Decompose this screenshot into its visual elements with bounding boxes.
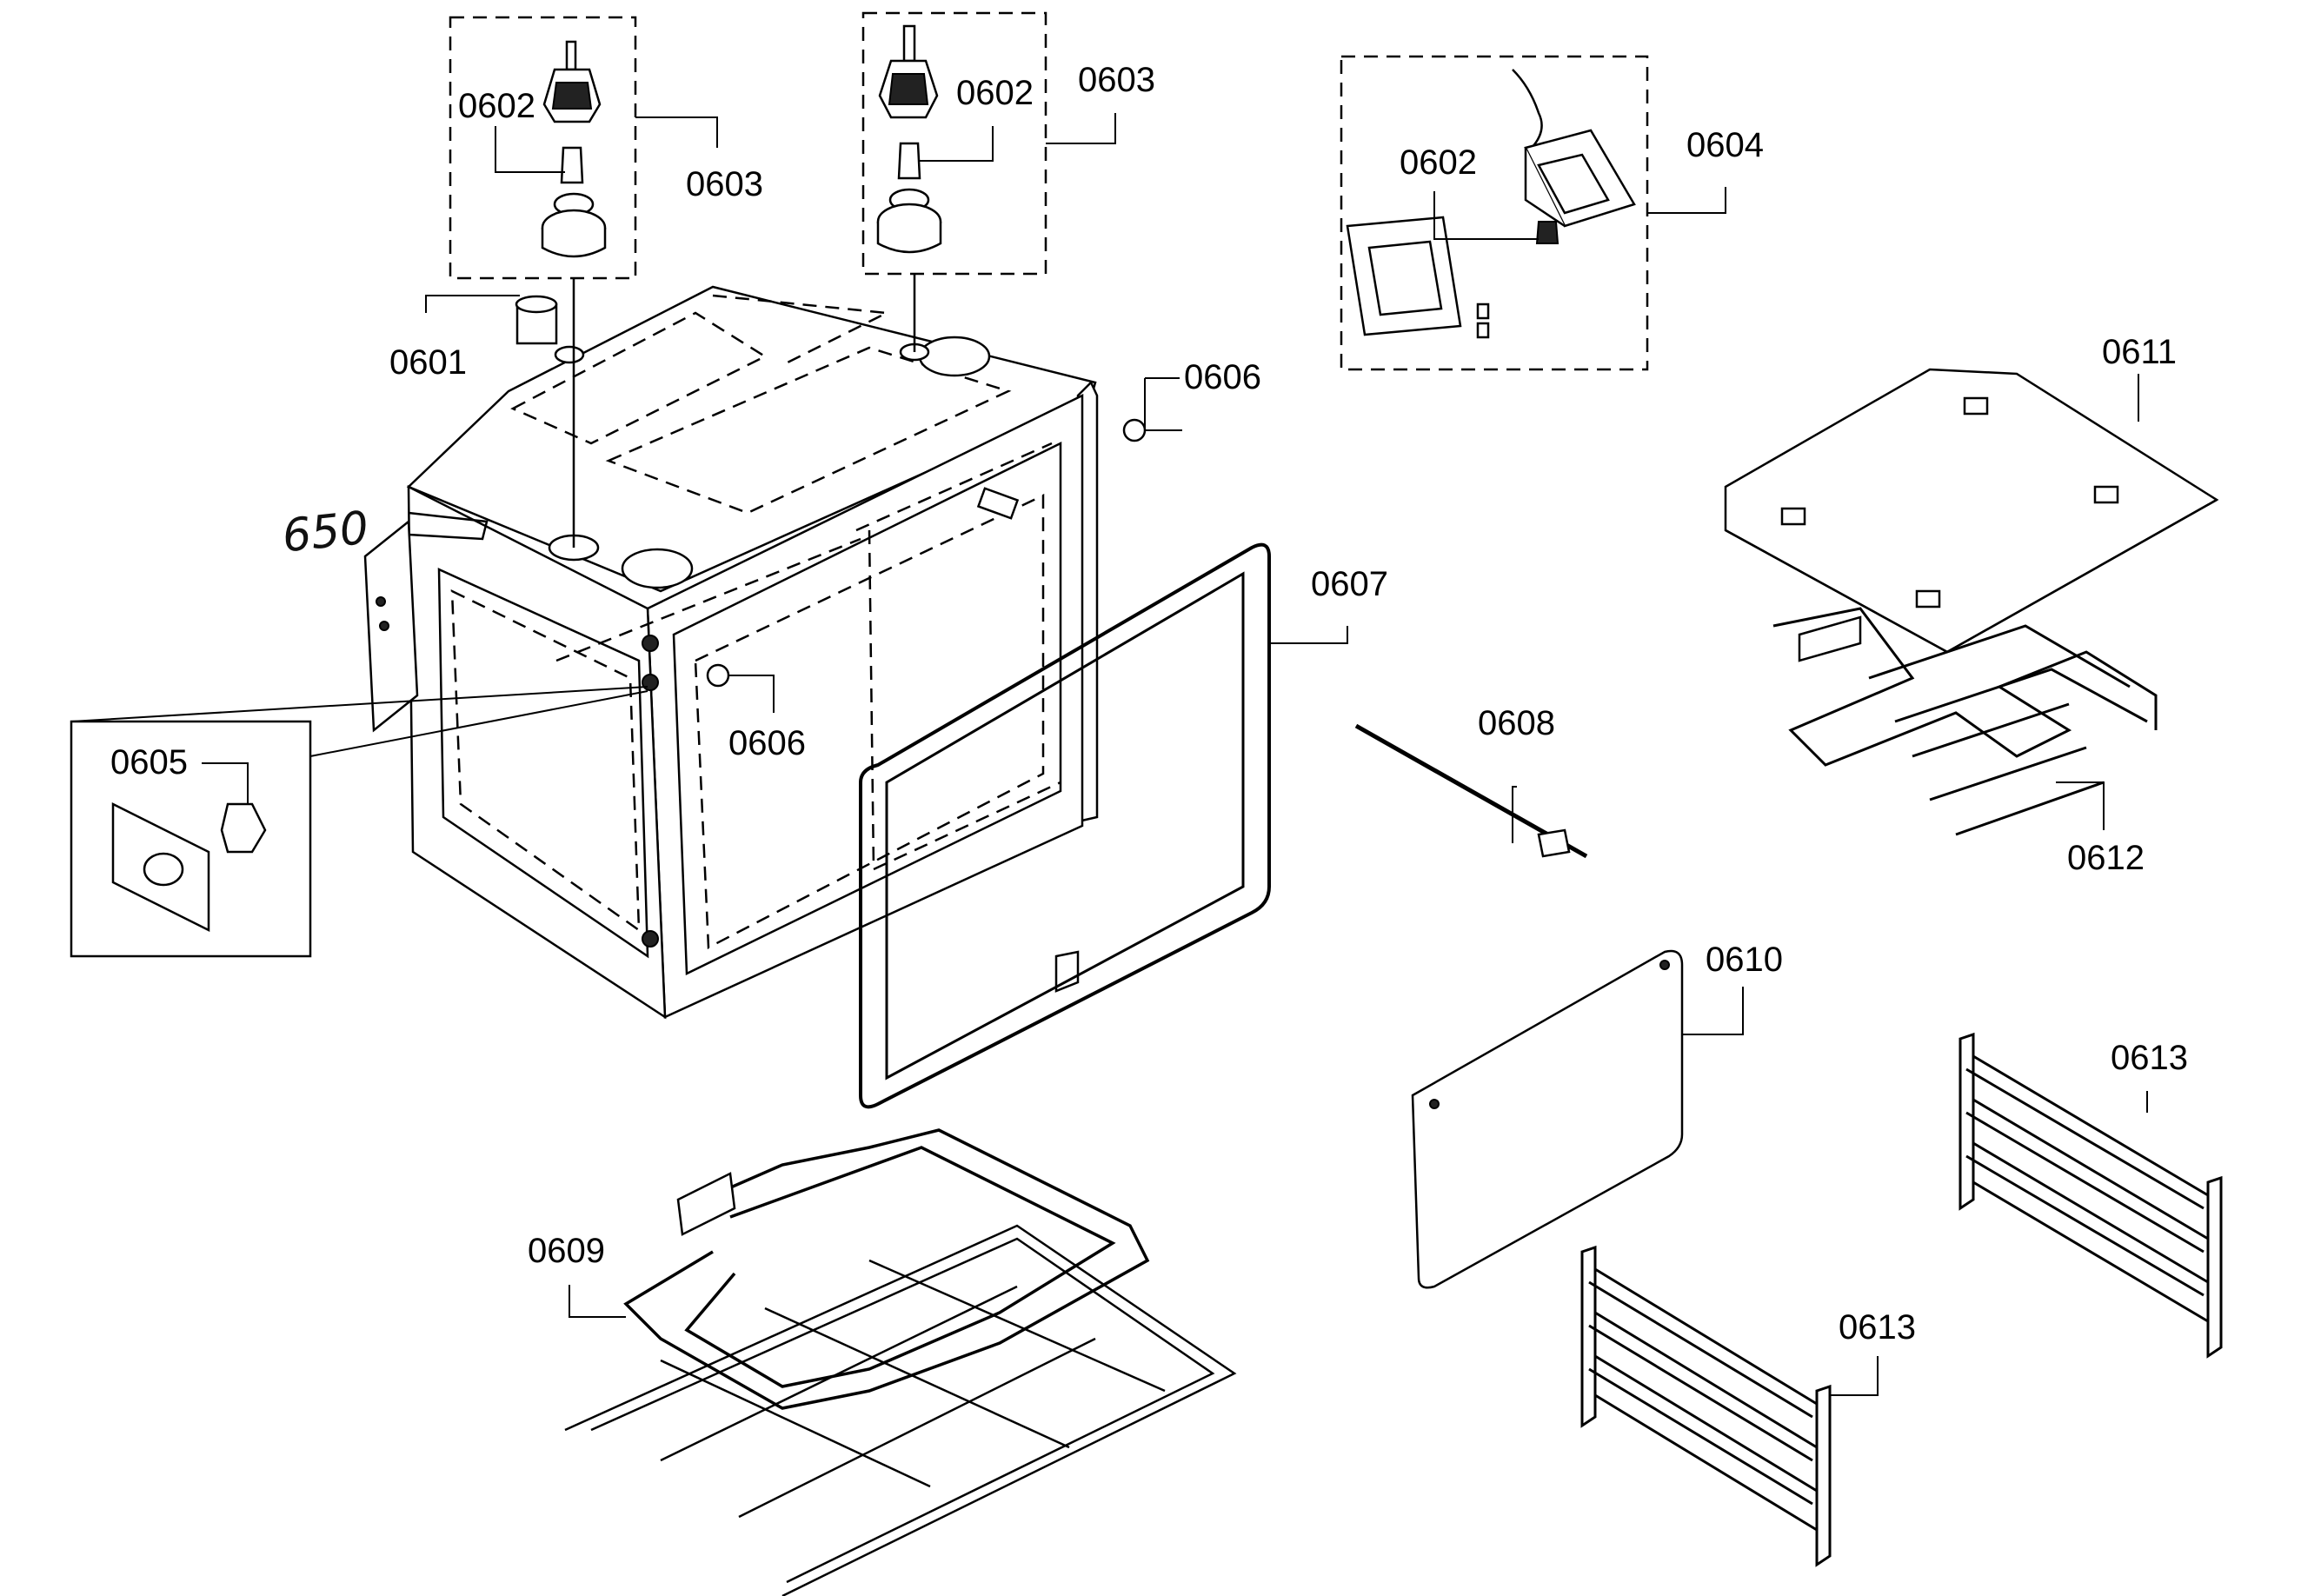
side-rack-left	[1580, 1245, 1832, 1567]
callout-0602: 0602	[458, 87, 535, 125]
baffle-plate	[1411, 949, 1684, 1289]
oven-cavity	[363, 285, 1099, 1020]
callout-0609: 0609	[528, 1232, 605, 1270]
door-gasket	[859, 542, 1271, 1109]
callout-0605: 0605	[110, 743, 188, 781]
handwritten-note: 650	[280, 502, 371, 563]
top-heating-assembly	[1724, 368, 2219, 836]
callout-0613: 0613	[2111, 1039, 2188, 1077]
lamp-assembly-left	[449, 16, 637, 548]
leader-lines	[202, 113, 2148, 1396]
callout-0604: 0604	[1686, 126, 1764, 164]
light-housing-assembly	[1340, 55, 1649, 371]
bottom-heating-element	[564, 1128, 1237, 1596]
callout-0612: 0612	[2067, 839, 2145, 877]
callout-0607: 0607	[1311, 565, 1388, 603]
side-rack-right	[1959, 1032, 2223, 1359]
callout-0611: 0611	[2102, 333, 2177, 371]
callout-0601: 0601	[389, 343, 467, 382]
callout-0602: 0602	[956, 74, 1034, 112]
callout-0613: 0613	[1839, 1308, 1916, 1347]
lamp-assembly-right	[861, 11, 1047, 352]
callout-0610: 0610	[1706, 941, 1783, 979]
callout-0608: 0608	[1478, 704, 1555, 742]
fan-cover-inset	[70, 686, 648, 958]
callout-0602: 0602	[1400, 143, 1477, 182]
callout-0603: 0603	[686, 165, 763, 203]
temperature-sensor	[1354, 723, 1588, 859]
callout-labels: 0601 0602 0603 0602 0603 0602 0604 0605 …	[110, 61, 2188, 1347]
callout-0606: 0606	[1184, 358, 1261, 396]
callout-0606: 0606	[728, 724, 806, 762]
callout-0603: 0603	[1078, 61, 1155, 99]
